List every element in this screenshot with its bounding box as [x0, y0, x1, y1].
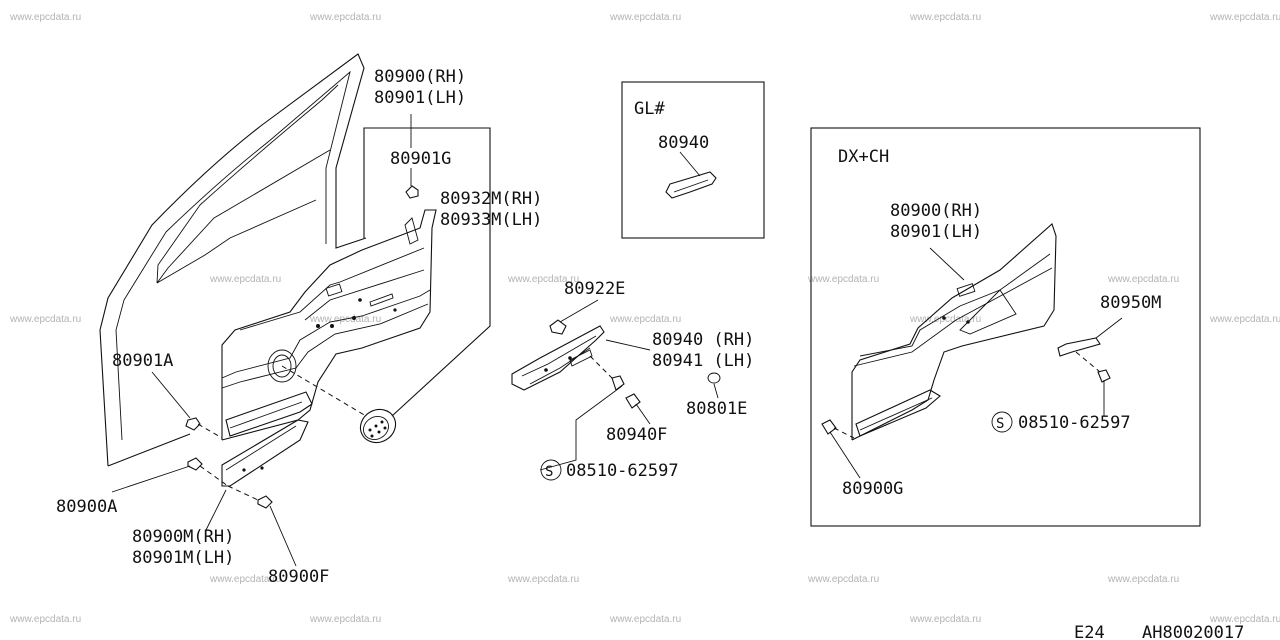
footer-ref: AH80020017: [1142, 623, 1244, 640]
dash-dx-clip: [833, 427, 855, 439]
watermark: www.epcdata.ru: [609, 12, 681, 23]
watermark: www.epcdata.ru: [1209, 314, 1280, 325]
label-dx-screw: 08510-62597: [1018, 413, 1131, 433]
clip-g-drawing: [405, 185, 419, 199]
dx-trim-drawing: [851, 223, 1057, 441]
leader-pull: [605, 339, 651, 351]
dx-screw-drawing: [1097, 369, 1111, 383]
watermark: www.epcdata.ru: [309, 12, 381, 23]
leader-cap: [713, 383, 719, 399]
watermark: www.epcdata.ru: [909, 12, 981, 23]
dash-clip-a-upper: [197, 423, 223, 439]
dx-screw-symbol: S: [996, 416, 1004, 432]
watermarks: www.epcdata.ru www.epcdata.ru www.epcdat…: [9, 12, 1280, 625]
clip-e-drawing: [549, 319, 567, 335]
watermark: www.epcdata.ru: [909, 614, 981, 625]
label-dx-clip: 80900G: [842, 479, 903, 499]
watermark: www.epcdata.ru: [1209, 614, 1280, 625]
dash-clip-a-lower: [199, 465, 229, 487]
watermark: www.epcdata.ru: [9, 614, 81, 625]
watermark: www.epcdata.ru: [609, 314, 681, 325]
dx-clip-drawing: [821, 419, 837, 435]
label-clip-a-upper: 80901A: [112, 351, 173, 371]
label-clip-g: 80901G: [390, 149, 451, 169]
watermark: www.epcdata.ru: [1209, 12, 1280, 23]
watermark: www.epcdata.ru: [9, 12, 81, 23]
label-armrest-lh: 80933M(LH): [440, 210, 542, 230]
leader-gl: [679, 151, 701, 177]
watermark: www.epcdata.ru: [507, 274, 579, 285]
gl-handle-drawing: [665, 171, 717, 199]
watermark: www.epcdata.ru: [909, 314, 981, 325]
leader-dx-trim: [929, 247, 965, 281]
door-frame-drawing: [99, 53, 367, 467]
label-cap: 80801E: [686, 399, 747, 419]
label-main-trim-lh: 80901(LH): [374, 88, 466, 108]
label-lower-trim-rh: 80900M(RH): [132, 527, 234, 547]
watermark: www.epcdata.ru: [609, 614, 681, 625]
label-clip-a-lower: 80900A: [56, 497, 117, 517]
watermark: www.epcdata.ru: [309, 614, 381, 625]
leader-screw: [539, 385, 623, 471]
label-dx-variant: DX+CH: [838, 147, 889, 167]
assembly-bracket: [363, 127, 491, 417]
dx-screw-symbol-circle: [991, 411, 1013, 433]
watermark: www.epcdata.ru: [209, 574, 281, 585]
lower-trim-drawing: [221, 419, 309, 487]
watermark: www.epcdata.ru: [1107, 574, 1179, 585]
watermark: www.epcdata.ru: [209, 274, 281, 285]
clip-a-upper-drawing: [185, 417, 201, 431]
label-dx-handle: 80950M: [1100, 293, 1161, 313]
label-screw-center: 08510-62597: [566, 461, 679, 481]
cap-drawing: [707, 372, 721, 384]
label-armrest-rh: 80932M(RH): [440, 189, 542, 209]
screw-symbol-circle: [540, 459, 562, 481]
label-pull-rh: 80940 (RH): [652, 330, 754, 350]
leader-dx-clip: [829, 431, 861, 479]
dash-clip-f: [227, 485, 259, 501]
label-lower-trim-lh: 80901M(LH): [132, 548, 234, 568]
screw-symbol: S: [545, 464, 553, 480]
watermark: www.epcdata.ru: [807, 574, 879, 585]
label-pull-lh: 80941 (LH): [652, 351, 754, 371]
label-screw-f: 80940F: [606, 425, 667, 445]
leader-clip-a-upper: [151, 371, 191, 419]
leader-clip-a-lower: [111, 465, 191, 493]
clip-f-drawing: [257, 495, 273, 509]
label-dx-trim-rh: 80900(RH): [890, 201, 982, 221]
speaker-leader: [281, 365, 367, 417]
screw-drawing: [611, 375, 625, 391]
label-dx-trim-lh: 80901(LH): [890, 222, 982, 242]
label-clip-e: 80922E: [564, 279, 625, 299]
speaker-grille-drawing: [359, 408, 397, 444]
door-trim-panel-drawing: [221, 209, 437, 441]
gl-variant-box: [621, 81, 765, 239]
label-main-trim-rh: 80900(RH): [374, 67, 466, 87]
leader-screw-f: [635, 403, 651, 425]
label-gl-variant: GL#: [634, 99, 665, 119]
watermark: www.epcdata.ru: [1107, 274, 1179, 285]
clip-a-lower-drawing: [187, 457, 203, 471]
dx-handle-drawing: [1057, 337, 1101, 357]
label-clip-f: 80900F: [268, 567, 329, 587]
leader-clip-f: [269, 505, 297, 567]
gl-handle-detail: [673, 179, 709, 193]
dash-dx-screw: [1075, 351, 1101, 373]
label-gl-part: 80940: [658, 133, 709, 153]
pull-handle-drawing: [511, 325, 605, 391]
watermark: www.epcdata.ru: [807, 274, 879, 285]
dash-screw: [589, 355, 615, 381]
watermark: www.epcdata.ru: [9, 314, 81, 325]
leader-clip-e: [559, 299, 599, 323]
leader-lower-trim: [205, 489, 227, 531]
footer-section: E24: [1074, 623, 1105, 640]
screw-f-drawing: [625, 393, 641, 409]
leader-dx-handle: [1095, 317, 1123, 339]
watermark: www.epcdata.ru: [507, 574, 579, 585]
dx-variant-box: [810, 127, 1201, 527]
